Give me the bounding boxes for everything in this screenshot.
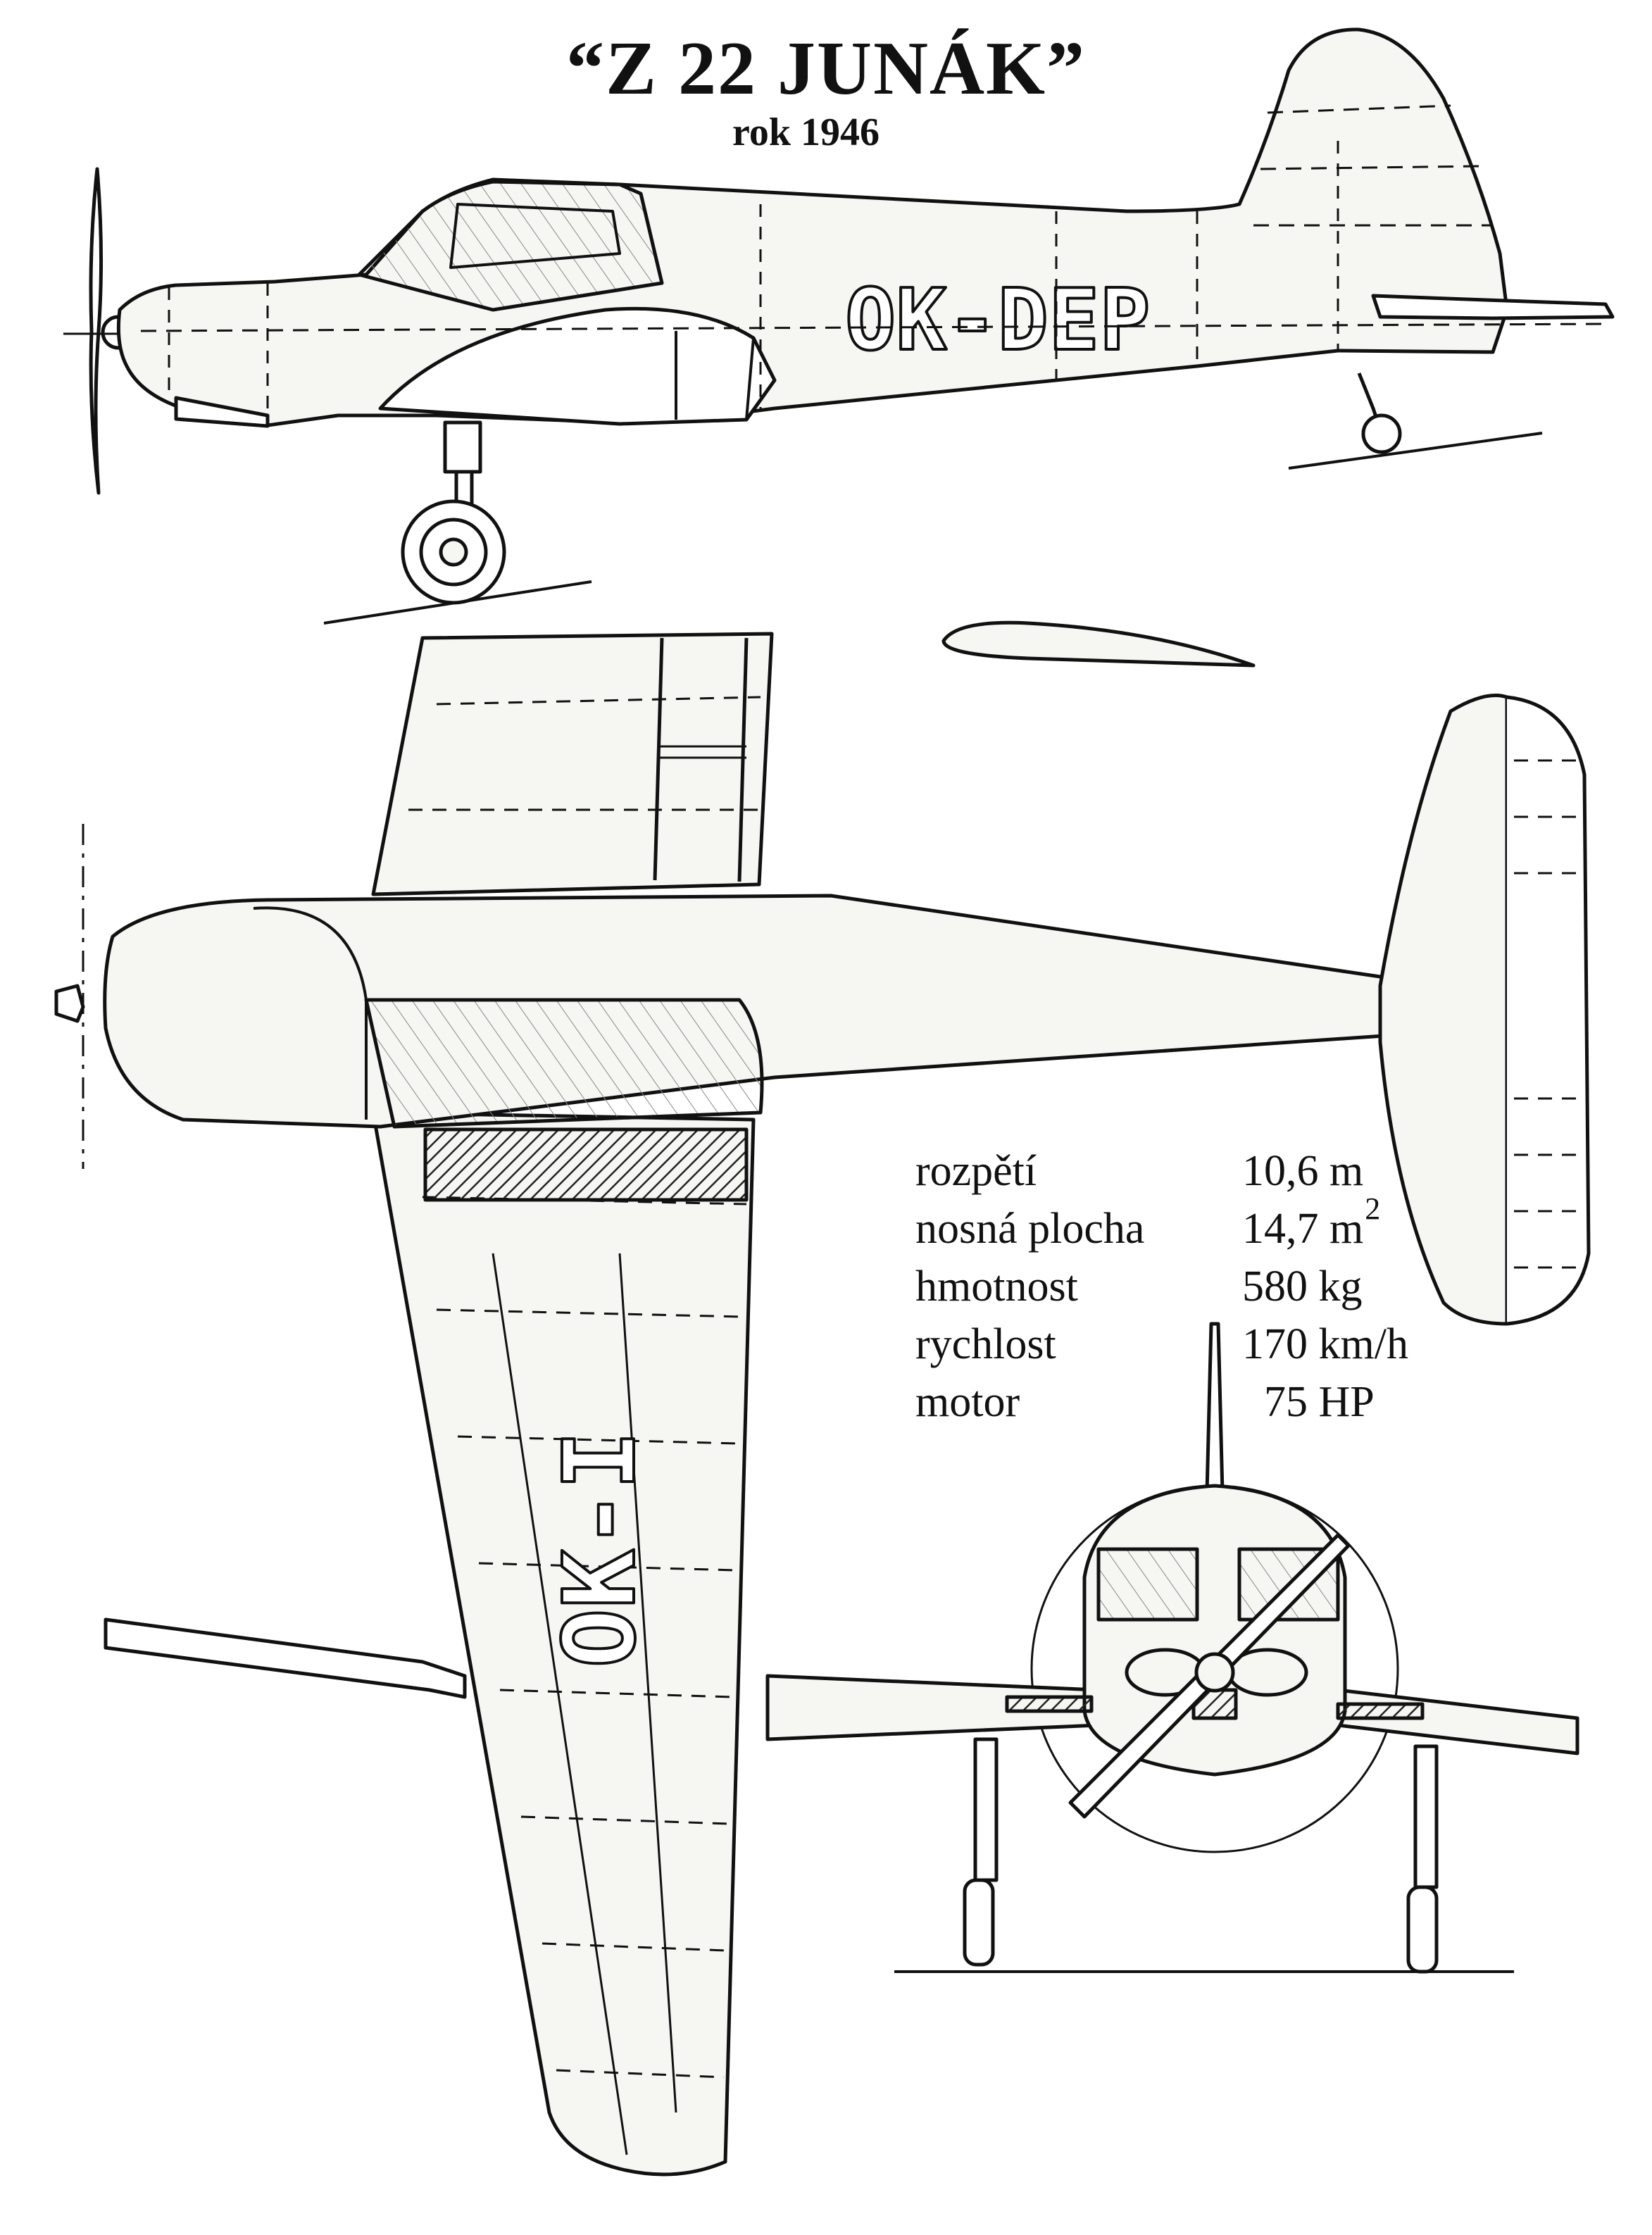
spec-label: rozpětí: [915, 1147, 1037, 1195]
plan-view: OK-I: [54, 632, 1591, 2177]
spec-value-with-sup: 14,7 m2: [1242, 1191, 1380, 1254]
front-right-gear: [1406, 1744, 1439, 1974]
spec-label: hmotnost: [915, 1263, 1078, 1310]
side-main-gear: [401, 420, 506, 605]
drawing-title: “Z 22 JUNÁK”: [565, 27, 1087, 111]
wing-registration: OK-I: [543, 1430, 658, 1667]
plan-upper-wing: [371, 632, 774, 896]
front-right-wing: [1336, 1688, 1579, 1755]
side-fuselage: [116, 27, 1509, 427]
side-propeller: [89, 167, 104, 495]
side-view: OK-DEP: [63, 27, 1615, 625]
spec-superscript: 2: [1365, 1191, 1381, 1226]
plan-canopy: [364, 998, 764, 1129]
side-canopy: [357, 180, 664, 312]
plan-walkway: [423, 1127, 749, 1202]
plan-lower-wing: [371, 1110, 756, 2177]
side-stabilizer: [1371, 294, 1615, 320]
front-left-gear: [963, 1737, 999, 1967]
drawing-year: rok 1946: [732, 111, 880, 154]
spec-value: 170 km/h: [1242, 1320, 1408, 1368]
spec-label: rychlost: [915, 1320, 1056, 1368]
side-tail-wheel: [1357, 372, 1402, 454]
spec-label: motor: [915, 1378, 1020, 1426]
spec-value: 14,7 m: [1242, 1205, 1364, 1253]
spec-value: 10,6 m: [1242, 1147, 1364, 1195]
loose-panel: [104, 1617, 467, 1699]
side-registration: OK-DEP: [845, 272, 1150, 370]
spec-value: 580 kg: [1242, 1263, 1363, 1310]
spec-label: nosná plocha: [915, 1205, 1145, 1253]
spec-value: 75 HP: [1242, 1378, 1375, 1426]
front-view: [765, 1322, 1579, 1974]
front-fuselage: [1082, 1484, 1347, 1777]
airfoil-section: [941, 620, 1256, 668]
plan-horizontal-tail: [1378, 694, 1509, 1326]
plan-fuselage: [103, 894, 1513, 1129]
